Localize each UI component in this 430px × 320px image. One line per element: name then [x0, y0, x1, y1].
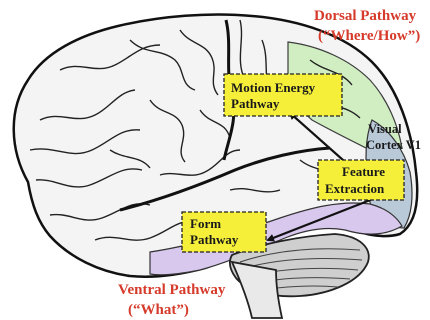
motion-energy-box: Motion Energy Pathway	[224, 74, 342, 116]
ventral-label-line1: Ventral Pathway	[118, 282, 226, 298]
feature-box-line2: Extraction	[325, 181, 385, 196]
form-pathway-box: Form Pathway	[182, 212, 266, 252]
form-box-line1: Form	[190, 216, 221, 231]
dorsal-label-line1: Dorsal Pathway	[314, 8, 417, 24]
feature-box-line1: Feature	[342, 164, 385, 179]
form-box-line2: Pathway	[190, 232, 239, 247]
feature-extraction-box: Feature Extraction	[318, 160, 404, 200]
motion-box-line2: Pathway	[231, 96, 280, 111]
brain-stem	[232, 262, 282, 318]
ventral-label-line2: (“What”)	[128, 302, 189, 318]
dorsal-label-line2: (“Where/How”)	[318, 28, 420, 44]
motion-box-line1: Motion Energy	[231, 80, 316, 95]
v1-label-line2: Cortex V1	[366, 138, 421, 152]
v1-label-line1: Visual	[368, 122, 402, 136]
